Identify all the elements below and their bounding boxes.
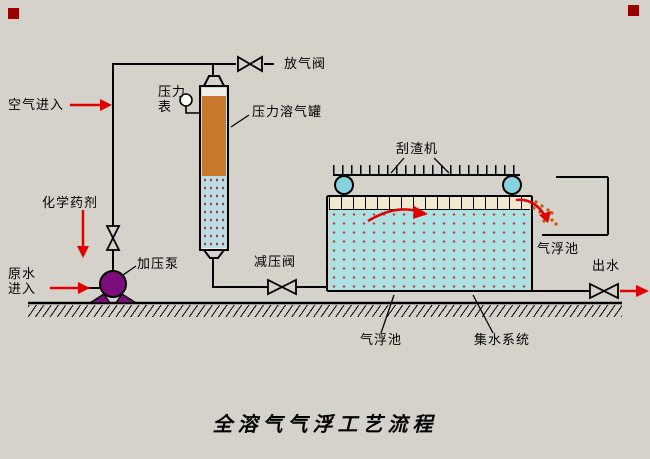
label-pressure-pump: 加压泵 [137,256,180,271]
pressure-tank-outline [199,75,229,259]
label-dissolved-air-tank: 压力溶气罐 [252,104,323,119]
pressure-gauge-icon [179,93,200,114]
scraper-wheels [334,175,522,195]
vent-valve-icon [237,55,263,73]
piping [88,63,590,292]
pump-icon [87,270,139,304]
flow-arrows [50,99,649,297]
flotation-tank-outline [326,195,533,292]
label-vent-valve: 放气阀 [284,56,327,71]
pressure-tank-water-section [202,176,226,248]
label-scum-scraper: 刮渣机 [396,141,439,156]
label-pressure-gauge: 压力 表 [158,84,187,114]
leader-lines [122,114,494,334]
label-water-collection-system: 集水系统 [474,332,531,347]
label-raw-water: 原水 进入 [8,266,37,296]
pressure-reducing-valve-icon [267,278,297,296]
scum-layer [329,197,530,210]
label-pressure-reducing-valve: 减压阀 [254,254,297,269]
flotation-tank-water [329,210,530,291]
pressure-tank-air-section [202,96,226,176]
label-flotation-tank-bottom: 气浮池 [360,332,403,347]
corner-marker-right [628,5,639,16]
label-air-inlet: 空气进入 [8,97,65,112]
corner-marker-left [8,8,19,19]
chemical-valve-icon [105,225,121,251]
ground-hatching [28,305,622,317]
scum-trough [542,176,609,236]
label-water-outlet: 出水 [592,258,621,273]
label-chemical-agent: 化学药剂 [42,195,99,210]
scraper-comb [333,165,520,174]
outlet-valve-icon [589,282,619,300]
diagram-title: 全溶气气浮工艺流程 [212,414,438,436]
label-flotation-tank-side: 气浮池 [537,241,580,256]
scraper-rail [333,174,520,176]
